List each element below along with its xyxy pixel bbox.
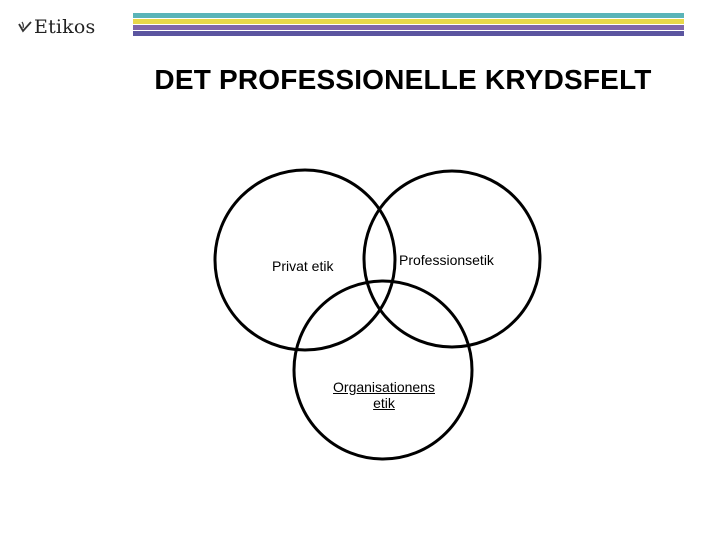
label-professionsetik: Professionsetik xyxy=(399,252,494,268)
leaf-check-icon xyxy=(18,21,32,33)
circle-professionsetik xyxy=(362,169,542,349)
logo-text: Etikos xyxy=(34,16,96,38)
stripe-teal xyxy=(133,13,684,18)
slide-title: DET PROFESSIONELLE KRYDSFELT xyxy=(154,64,652,95)
header-stripes xyxy=(133,13,684,37)
stripe-purple xyxy=(133,25,684,30)
circle-organisationens-etik xyxy=(292,279,474,461)
label-organisationens-etik: Organisationens etik xyxy=(333,379,435,411)
circle-privat-etik xyxy=(213,168,397,352)
stripe-yellow xyxy=(133,19,684,24)
label-privat-etik: Privat etik xyxy=(272,258,334,274)
stripe-indigo xyxy=(133,31,684,36)
etikos-logo: Etikos xyxy=(18,12,95,42)
